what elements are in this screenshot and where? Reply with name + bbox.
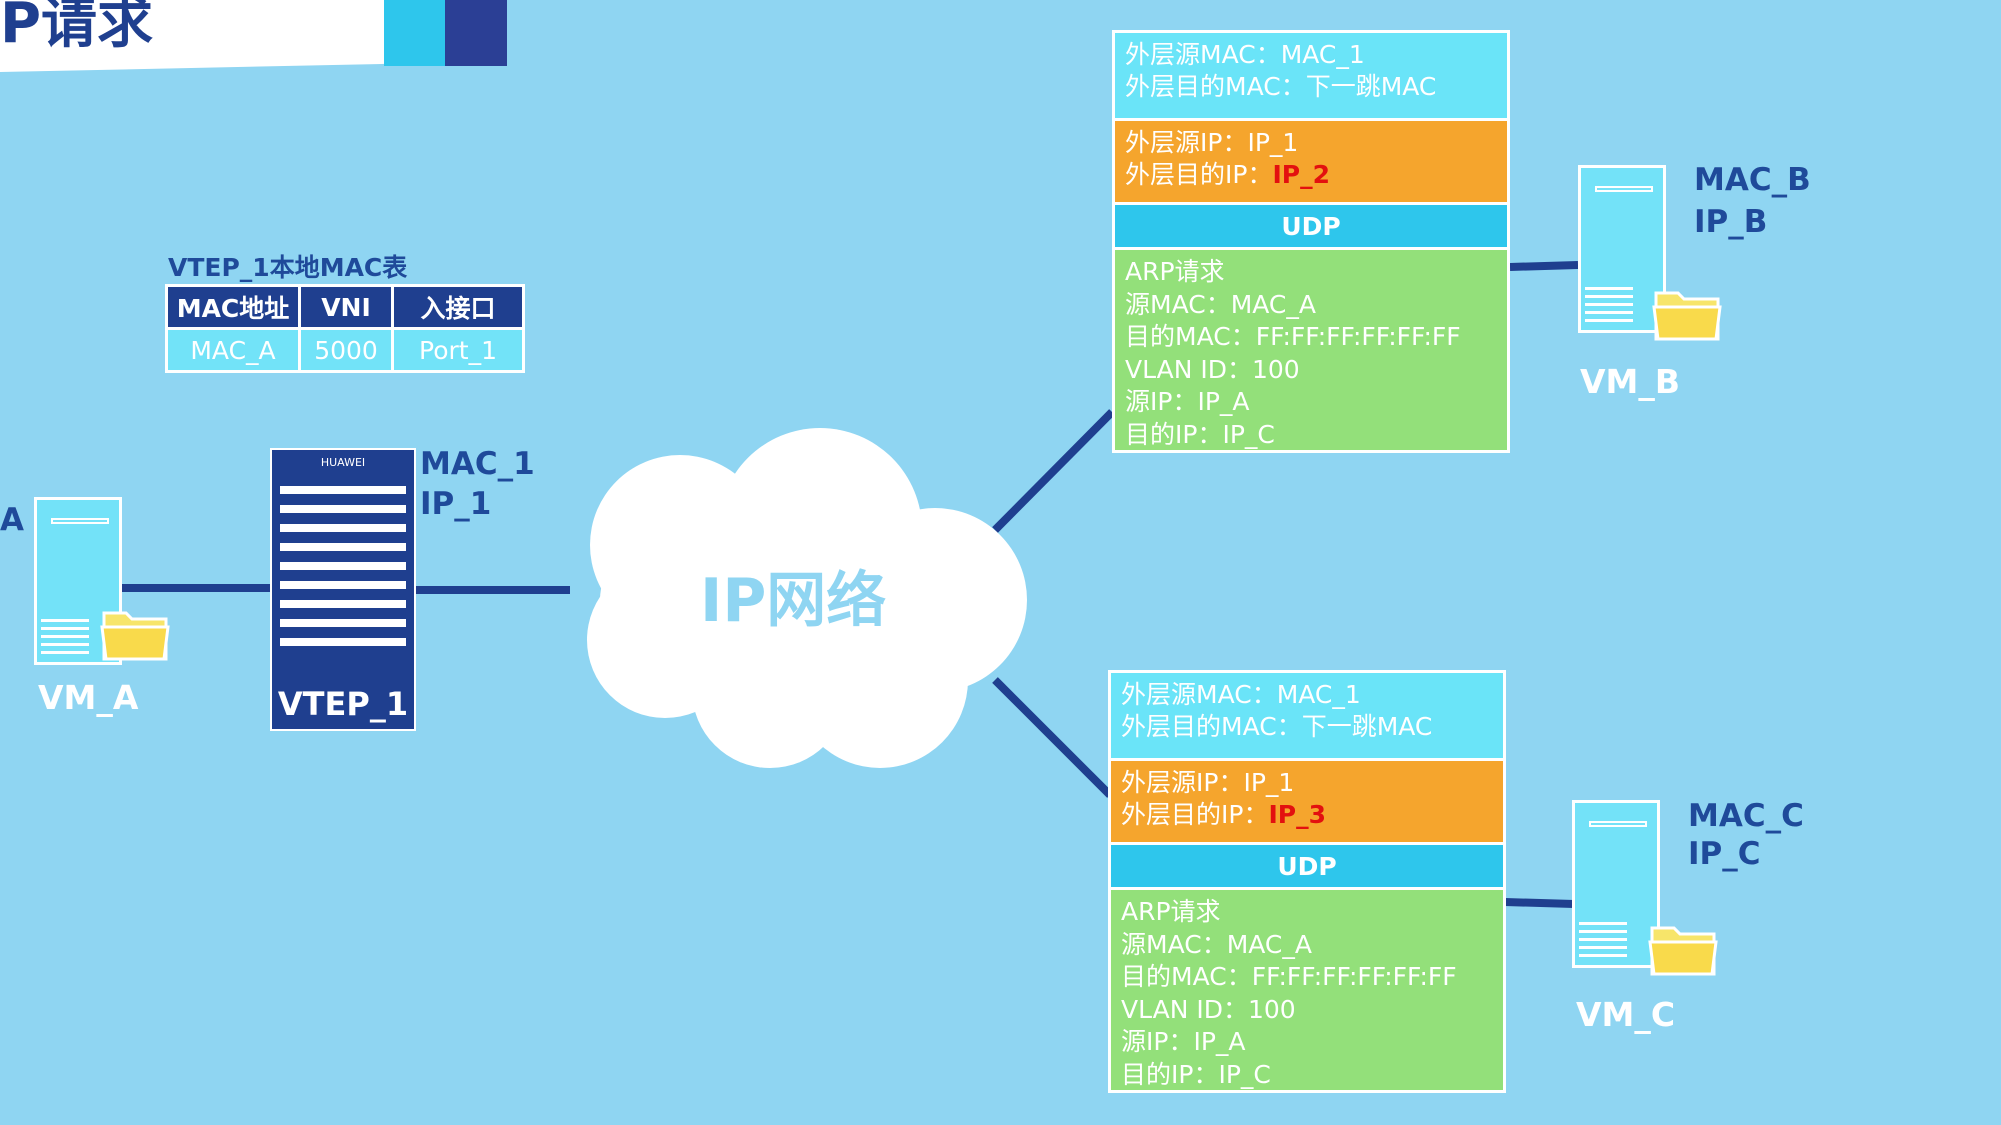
outer-dst-ip: 外层目的IP：IP_3 bbox=[1121, 799, 1493, 831]
arp-line: 目的MAC：FF:FF:FF:FF:FF:FF bbox=[1125, 322, 1461, 351]
outer-src-ip: 外层源IP：IP_1 bbox=[1121, 768, 1295, 797]
link-cloud-packet-c bbox=[992, 677, 1113, 798]
arp-line: 目的IP：IP_C bbox=[1121, 1059, 1271, 1089]
link-packet-b-vmb bbox=[1509, 261, 1579, 271]
mac-table-header: 入接口 bbox=[391, 284, 525, 330]
outer-ip-header: 外层源IP：IP_1 外层目的IP：IP_2 bbox=[1115, 118, 1507, 202]
outer-ip-header: 外层源IP：IP_1 外层目的IP：IP_3 bbox=[1111, 758, 1503, 842]
vm-c-server-icon bbox=[1572, 800, 1660, 968]
ip-network-cloud bbox=[587, 428, 1027, 768]
vtep-brand: HUAWEI bbox=[320, 456, 366, 469]
vm-c-ip-label: IP_C bbox=[1688, 836, 1761, 872]
link-cloud-packet-b bbox=[992, 409, 1115, 533]
arp-payload: ARP请求 源MAC：MAC_A 目的MAC：FF:FF:FF:FF:FF:FF… bbox=[1111, 887, 1503, 1090]
vm-b-folder-icon bbox=[1652, 291, 1722, 341]
outer-dst-ip-value: IP_2 bbox=[1272, 160, 1330, 189]
vtep-name: VTEP_1 bbox=[277, 685, 409, 723]
vm-a-label: VM_A bbox=[38, 678, 139, 717]
arp-line: 源IP：IP_A bbox=[1121, 1027, 1246, 1056]
udp-header: UDP bbox=[1111, 842, 1503, 887]
mac-table-header: MAC地址 bbox=[165, 284, 301, 330]
vm-b-mac-label: MAC_B bbox=[1694, 162, 1811, 198]
link-packet-c-vmc bbox=[1504, 898, 1575, 908]
udp-header: UDP bbox=[1115, 202, 1507, 247]
arp-line: ARP请求 bbox=[1125, 257, 1225, 286]
mac-table-header-row: MAC地址 VNI 入接口 bbox=[165, 284, 525, 330]
arp-line: VLAN ID：100 bbox=[1121, 994, 1296, 1024]
outer-mac-header: 外层源MAC：MAC_1 外层目的MAC：下一跳MAC bbox=[1111, 673, 1503, 758]
vm-c-mac-label: MAC_C bbox=[1688, 798, 1804, 834]
outer-dst-ip: 外层目的IP：IP_2 bbox=[1125, 159, 1497, 191]
vtep-1-device: HUAWEI VTEP_1 bbox=[270, 448, 416, 731]
packet-to-vm-c: 外层源MAC：MAC_1 外层目的MAC：下一跳MAC 外层源IP：IP_1 外… bbox=[1108, 670, 1506, 1093]
mac-table-title: VTEP_1本地MAC表 bbox=[168, 253, 408, 282]
arp-payload: ARP请求 源MAC：MAC_A 目的MAC：FF:FF:FF:FF:FF:FF… bbox=[1115, 247, 1507, 450]
mac-table-cell: Port_1 bbox=[391, 327, 525, 373]
outer-dst-ip-value: IP_3 bbox=[1268, 800, 1326, 829]
mac-table-cell: MAC_A bbox=[165, 327, 301, 373]
mac-table-header: VNI bbox=[298, 284, 394, 330]
packet-to-vm-b: 外层源MAC：MAC_1 外层目的MAC：下一跳MAC 外层源IP：IP_1 外… bbox=[1112, 30, 1510, 453]
arp-line: 源IP：IP_A bbox=[1125, 387, 1250, 416]
vm-c-folder-icon bbox=[1648, 926, 1718, 976]
arp-line: 源MAC：MAC_A bbox=[1125, 289, 1316, 319]
vm-b-label: VM_B bbox=[1580, 362, 1681, 401]
table-row: MAC_A 5000 Port_1 bbox=[165, 327, 525, 373]
mac-table: MAC地址 VNI 入接口 MAC_A 5000 Port_1 bbox=[165, 284, 525, 373]
arp-line: 目的IP：IP_C bbox=[1125, 419, 1275, 449]
title-accent-cyan bbox=[384, 0, 445, 66]
arp-line: VLAN ID：100 bbox=[1125, 354, 1300, 384]
outer-src-ip: 外层源IP：IP_1 bbox=[1125, 128, 1299, 157]
page-title: P请求 bbox=[0, 0, 154, 56]
vm-a-side-label: A bbox=[0, 502, 24, 538]
outer-dst-mac: 外层目的MAC：下一跳MAC bbox=[1125, 72, 1437, 101]
outer-dst-ip-prefix: 外层目的IP： bbox=[1125, 160, 1273, 189]
vtep-mac-label: MAC_1 bbox=[420, 446, 535, 482]
arp-line: 目的MAC：FF:FF:FF:FF:FF:FF bbox=[1121, 962, 1457, 991]
cloud-label: IP网络 bbox=[700, 566, 887, 636]
outer-dst-mac: 外层目的MAC：下一跳MAC bbox=[1121, 712, 1433, 741]
vtep-ip-label: IP_1 bbox=[420, 486, 492, 522]
outer-dst-ip-prefix: 外层目的IP： bbox=[1121, 800, 1269, 829]
arp-line: 源MAC：MAC_A bbox=[1121, 929, 1312, 959]
arp-line: ARP请求 bbox=[1121, 897, 1221, 926]
outer-mac-header: 外层源MAC：MAC_1 外层目的MAC：下一跳MAC bbox=[1115, 33, 1507, 118]
outer-src-mac: 外层源MAC：MAC_1 bbox=[1125, 40, 1365, 69]
vm-a-folder-icon bbox=[100, 611, 170, 661]
vm-b-ip-label: IP_B bbox=[1694, 204, 1768, 240]
title-accent-navy bbox=[445, 0, 507, 66]
vm-c-label: VM_C bbox=[1576, 995, 1676, 1034]
vm-b-server-icon bbox=[1578, 165, 1666, 333]
outer-src-mac: 外层源MAC：MAC_1 bbox=[1121, 680, 1361, 709]
mac-table-cell: 5000 bbox=[298, 327, 394, 373]
